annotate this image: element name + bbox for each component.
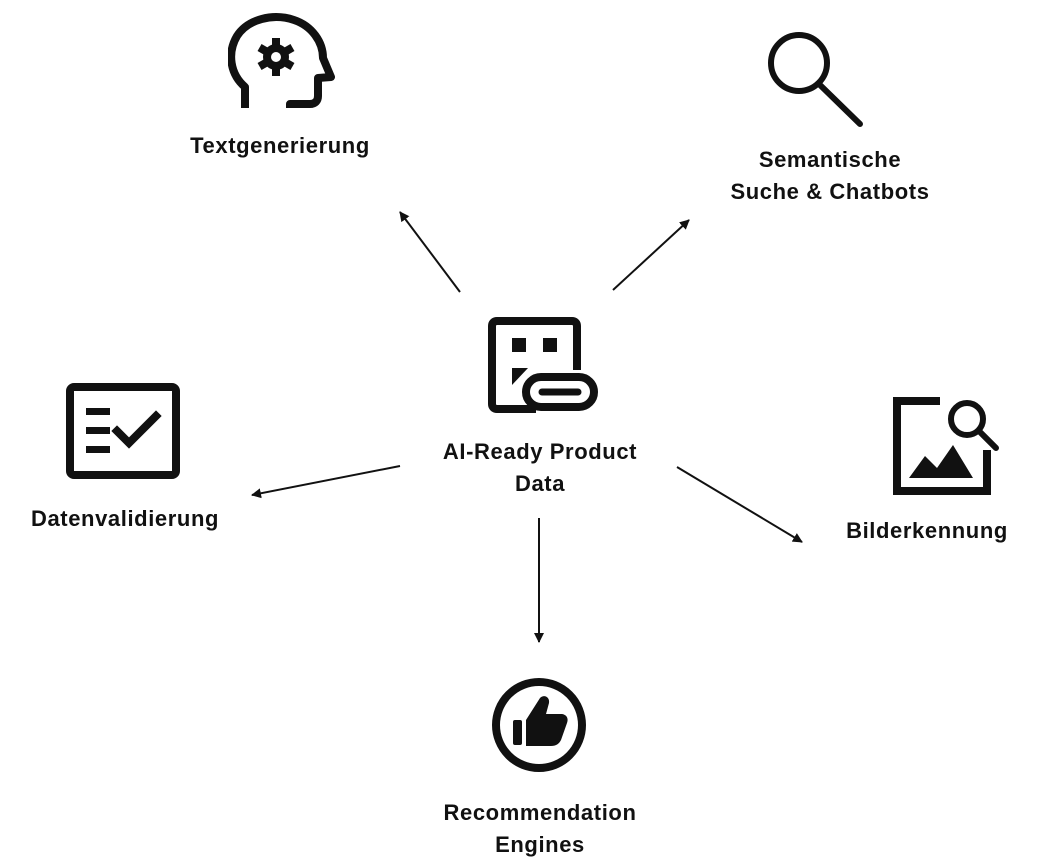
head-gear-icon <box>228 13 335 108</box>
node-label-bilderkennung: Bilderkennung <box>846 518 1008 543</box>
center-line-1: AI-Ready Product <box>442 439 638 464</box>
checklist-icon <box>66 383 180 479</box>
node-label-textgenerierung: Textgenerierung <box>190 133 370 158</box>
node-label-semantische-suche: Semantische Suche & Chatbots <box>660 144 1000 208</box>
node-label-recommendation-engines: Recommendation Engines <box>390 797 690 861</box>
center-line-2: Data <box>514 471 566 496</box>
image-search-icon <box>893 397 999 495</box>
node-label-datenvalidierung: Datenvalidierung <box>30 506 220 531</box>
arrow-to-bilderkennung <box>676 466 803 543</box>
arrow-to-semantische-suche <box>612 219 690 291</box>
semantische-line-1: Semantische <box>758 147 902 172</box>
product-data-link-icon <box>488 317 598 413</box>
recommendation-line-1: Recommendation <box>443 800 637 825</box>
semantische-line-2: Suche & Chatbots <box>730 179 930 204</box>
arrow-to-textgenerierung <box>399 211 461 293</box>
search-icon <box>768 32 863 127</box>
thumbs-up-icon <box>492 678 586 772</box>
center-node-label: AI-Ready Product Data <box>390 436 690 500</box>
arrow-to-datenvalidierung <box>251 465 401 499</box>
recommendation-line-2: Engines <box>495 832 585 857</box>
